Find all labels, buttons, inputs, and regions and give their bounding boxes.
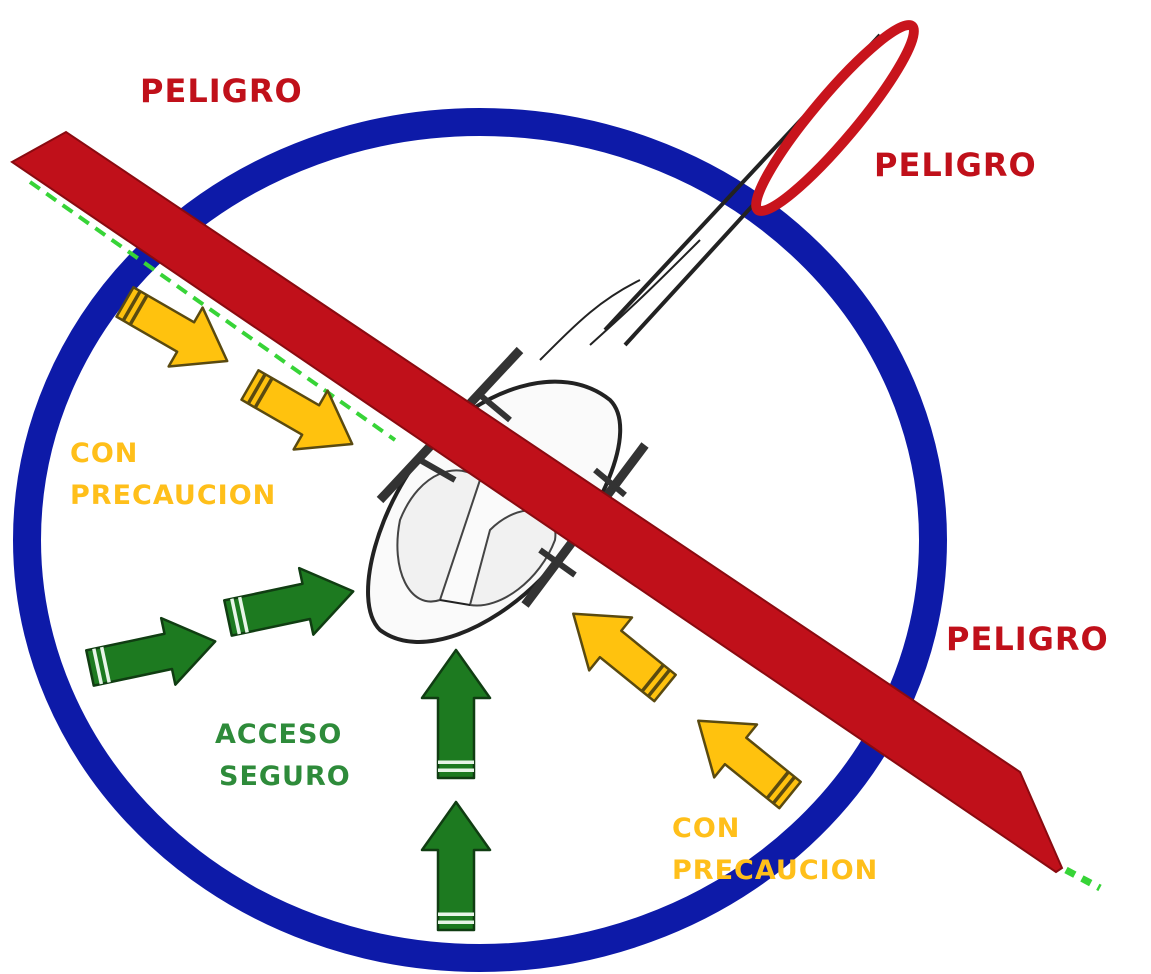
caution-label-left-line2: PRECAUCION [70, 480, 277, 511]
safety-circle [13, 108, 947, 972]
danger-label-top-left: PELIGRO [140, 72, 303, 110]
caution-label-bottom-line2: PRECAUCION [672, 855, 879, 886]
caution-label-bottom-line1: CON [672, 813, 741, 844]
danger-label-top-right: PELIGRO [874, 146, 1037, 184]
main-rotor-danger-bar [10, 130, 1064, 874]
danger-label-right: PELIGRO [946, 620, 1109, 658]
safe-arrow-left-1 [81, 606, 224, 703]
safe-arrow-left-2 [219, 556, 362, 653]
caution-arrow-lower-right-2 [675, 693, 813, 823]
caution-label-left-line1: CON [70, 438, 139, 469]
caution-label-bottom: CON PRECAUCION [672, 808, 878, 892]
safe-arrow-bottom-1 [420, 648, 492, 780]
safe-arrow-bottom-2 [420, 800, 492, 932]
caution-label-left: CON PRECAUCION [70, 433, 276, 517]
safe-access-label-line1: ACCESO [215, 719, 343, 750]
safe-access-label-line2: SEGURO [219, 761, 351, 792]
helicopter-icon [366, 19, 919, 644]
safe-access-label: ACCESO SEGURO [213, 714, 351, 798]
